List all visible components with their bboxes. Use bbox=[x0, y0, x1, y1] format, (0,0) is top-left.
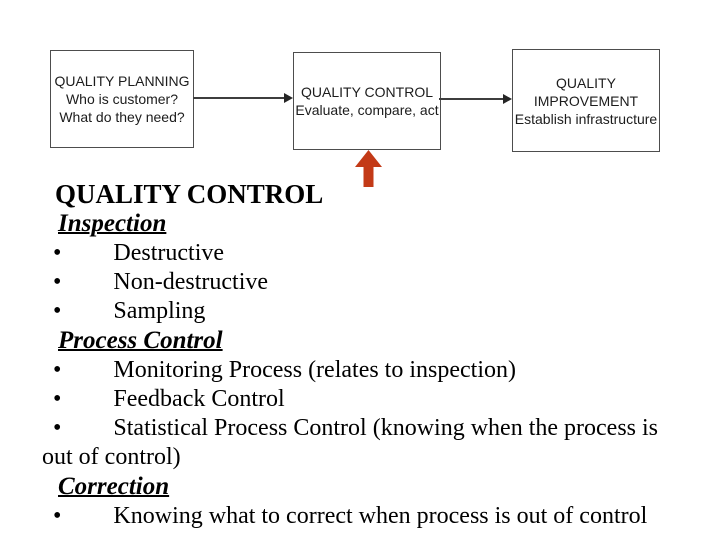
bullet-icon: • bbox=[53, 357, 62, 383]
bullet-text: Non-destructive bbox=[113, 269, 269, 295]
arrow-right-icon bbox=[284, 93, 293, 103]
arrow-right-icon bbox=[503, 94, 512, 104]
red-up-arrow-icon bbox=[355, 150, 382, 187]
section-label-inspection: Inspection bbox=[58, 210, 167, 237]
section-row-inspection: Inspection bbox=[42, 209, 672, 239]
bullet-item: • Knowing what to correct when process is… bbox=[42, 502, 672, 531]
section-row-process-control: Process Control bbox=[42, 326, 672, 356]
bullet-icon: • bbox=[53, 269, 62, 295]
bullet-text: Feedback Control bbox=[113, 386, 285, 412]
section-row-correction: Correction bbox=[42, 472, 672, 502]
bullet-text: Knowing what to correct when process is … bbox=[113, 503, 648, 529]
box-title: IMPROVEMENT bbox=[533, 92, 639, 109]
box-text: Who is customer? bbox=[65, 91, 179, 107]
flow-box-quality-control: QUALITY CONTROL Evaluate, compare, act bbox=[293, 52, 441, 150]
box-title: QUALITY bbox=[556, 74, 616, 91]
bullet-icon: • bbox=[53, 298, 62, 324]
bullet-item: •Statistical Process Control (knowing wh… bbox=[42, 414, 672, 472]
box-text: Evaluate, compare, act bbox=[295, 102, 439, 118]
box-title: QUALITY CONTROL bbox=[301, 84, 433, 100]
content-block: QUALITY CONTROL Inspection •Destructive … bbox=[42, 180, 672, 531]
connector-line bbox=[439, 98, 503, 100]
bullet-item: • Monitoring Process (relates to inspecti… bbox=[42, 356, 672, 385]
bullet-item: • Non-destructive bbox=[42, 268, 672, 297]
bullet-icon: • bbox=[53, 386, 62, 412]
bullet-icon: • bbox=[53, 240, 62, 266]
section-label-correction: Correction bbox=[58, 473, 170, 500]
bullet-text: Statistical Process Control (knowing whe… bbox=[42, 415, 658, 470]
section-label-process-control: Process Control bbox=[58, 327, 223, 354]
bullet-text: Monitoring Process (relates to inspectio… bbox=[113, 357, 516, 383]
content-heading: QUALITY CONTROL bbox=[55, 179, 324, 209]
flow-box-quality-improvement: QUALITY IMPROVEMENT Establish infrastruc… bbox=[512, 49, 660, 152]
flow-box-quality-planning: QUALITY PLANNING Who is customer? What d… bbox=[50, 50, 194, 148]
bullet-icon: • bbox=[53, 503, 62, 529]
box-title: QUALITY PLANNING bbox=[54, 73, 190, 89]
bullet-item: • Feedback Control bbox=[42, 385, 672, 414]
bullet-text: Sampling bbox=[113, 298, 206, 324]
bullet-item: • Sampling bbox=[42, 297, 672, 326]
bullet-item: • Destructive bbox=[42, 239, 672, 268]
connector-line bbox=[193, 97, 284, 99]
bullet-icon: • bbox=[53, 415, 62, 441]
box-text: Establish infrastructure bbox=[514, 110, 658, 127]
bullet-text: Destructive bbox=[113, 240, 225, 266]
box-text: What do they need? bbox=[59, 109, 185, 125]
